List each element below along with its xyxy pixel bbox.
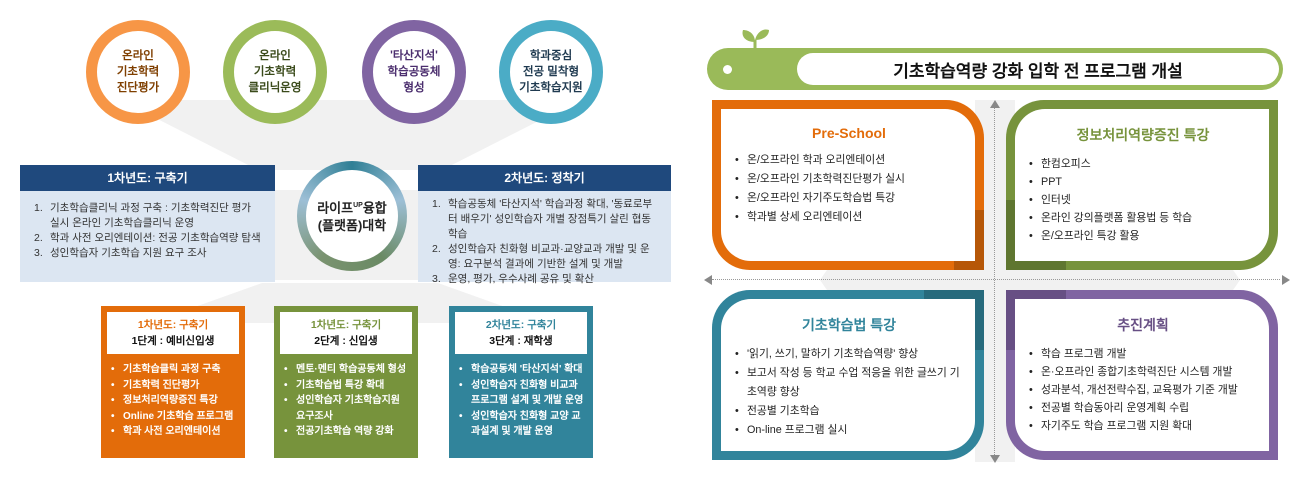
arrow-left-icon: [704, 275, 712, 285]
center-line2: (플랫폼)대학: [317, 218, 387, 234]
center-platform-circle: 라이프UP융합 (플랫폼)대학: [297, 161, 407, 271]
stage3-box: 2차년도: 구축기 3단계 : 재학생 학습공동체 '타산지석' 확대 성인학습…: [449, 306, 593, 458]
arrow-right-icon: [1282, 275, 1290, 285]
bg-cross-h: [820, 262, 1240, 298]
quad-info-processing: 정보처리역량증진 특강 한컴오피스 PPT 인터넷 온라인 강의플랫폼 활용법 …: [1006, 100, 1278, 270]
quad-action-plan: 추진계획 학습 프로그램 개발 온·오프라인 종합기초학력진단 시스템 개발 성…: [1006, 290, 1278, 460]
year1-list: 1.기초학습클리닉 과정 구축 : 기초학력진단 평가 실시 온라인 기초학습클…: [20, 191, 275, 267]
quad-title: Pre-School: [812, 125, 886, 141]
year2-title: 2차년도: 정착기: [418, 165, 671, 191]
bg-funnel-top: [120, 100, 580, 170]
vertical-axis: [994, 105, 995, 459]
quad-title: 추진계획: [1117, 317, 1169, 333]
quad-title: 정보처리역량증진 특강: [1076, 127, 1210, 143]
quad-pre-school: Pre-School 온/오프라인 학과 오리엔테이션 온/오프라인 기초학력진…: [712, 100, 984, 270]
year1-title: 1차년도: 구축기: [20, 165, 275, 191]
arrow-up-icon: [990, 100, 1000, 108]
circle-learning-community: '타산지석' 학습공동체 형성: [362, 20, 466, 124]
horizontal-axis: [712, 279, 1280, 280]
stage1-year: 1차년도: 구축기: [137, 319, 209, 331]
banner: 기초학습역량 강화 입학 전 프로그램 개설: [707, 48, 1283, 90]
stage2-box: 1차년도: 구축기 2단계 : 신입생 멘토·멘티 학습공동체 형성 기초학습법…: [274, 306, 418, 458]
year1-box: 1차년도: 구축기 1.기초학습클리닉 과정 구축 : 기초학력진단 평가 실시…: [20, 165, 275, 282]
banner-title: 기초학습역량 강화 입학 전 프로그램 개설: [797, 53, 1279, 85]
stage1-name: 1단계 : 예비신입생: [131, 335, 215, 347]
banner-dot: [723, 65, 732, 74]
quad-title: 기초학습법 특강: [801, 317, 897, 333]
stage2-list: 멘토·멘티 학습공동체 형성 기초학습법 특강 확대 성인학습자 기초학습지원 …: [280, 354, 412, 440]
stage3-year: 2차년도: 구축기: [485, 319, 557, 331]
arrow-down-icon: [990, 455, 1000, 463]
stage2-name: 2단계 : 신입생: [314, 335, 378, 347]
year2-item: 1.학습공동체 '타산지석' 학습과정 확대, '동료로부터 배우기' 성인학습…: [432, 198, 653, 240]
stage3-name: 3단계 : 재학생: [489, 335, 553, 347]
stage1-box: 1차년도: 구축기 1단계 : 예비신입생 기초학습클릭 과정 구축 기초학력 …: [101, 306, 245, 458]
year2-item: 2.성인학습자 친화형 비교과·교양교과 개발 및 운영: 요구분석 결과에 기…: [432, 243, 650, 270]
quad-study-method: 기초학습법 특강 '읽기, 쓰기, 말하기 기초학습역량' 향상 보고서 작성 …: [712, 290, 984, 460]
year1-item: 2.학과 사전 오리엔테이션: 전공 기초학습역량 탐색: [34, 232, 261, 244]
year1-item: 1.기초학습클리닉 과정 구축 : 기초학력진단 평가 실시 온라인 기초학습클…: [34, 202, 252, 229]
year2-list: 1.학습공동체 '타산지석' 학습과정 확대, '동료로부터 배우기' 성인학습…: [418, 191, 671, 293]
year2-item: 3.운영, 평가, 우수사례 공유 및 확산: [432, 273, 595, 285]
quad-list: 온/오프라인 학과 오리엔테이션 온/오프라인 기초학력진단평가 실시 온/오프…: [735, 151, 963, 227]
year2-box: 2차년도: 정착기 1.학습공동체 '타산지석' 학습과정 확대, '동료로부터…: [418, 165, 671, 285]
circle-online-clinic: 온라인 기초학력 클리닉운영: [223, 20, 327, 124]
stage2-year: 1차년도: 구축기: [310, 319, 382, 331]
year1-item: 3.성인학습자 기초학습 지원 요구 조사: [34, 247, 207, 259]
circle-major-support: 학과중심 전공 밀착형 기초학습지원: [499, 20, 603, 124]
stage3-list: 학습공동체 '타산지석' 확대 성인학습자 친화형 비교과 프로그램 설계 및 …: [455, 354, 587, 440]
center-line1: 라이프UP융합: [317, 200, 387, 216]
quad-list: 학습 프로그램 개발 온·오프라인 종합기초학력진단 시스템 개발 성과분석, …: [1029, 345, 1257, 435]
bg-cross-v: [975, 100, 1015, 462]
circle-online-diagnosis: 온라인 기초학력 진단평가: [86, 20, 190, 124]
quad-list: 한컴오피스 PPT 인터넷 온라인 강의플랫폼 활용법 등 학습 온/오프라인 …: [1029, 155, 1257, 245]
stage1-list: 기초학습클릭 과정 구축 기초학력 진단평가 정보처리역량증진 특강 Onlin…: [107, 354, 239, 440]
quad-list: '읽기, 쓰기, 말하기 기초학습역량' 향상 보고서 작성 등 학교 수업 적…: [735, 345, 963, 440]
